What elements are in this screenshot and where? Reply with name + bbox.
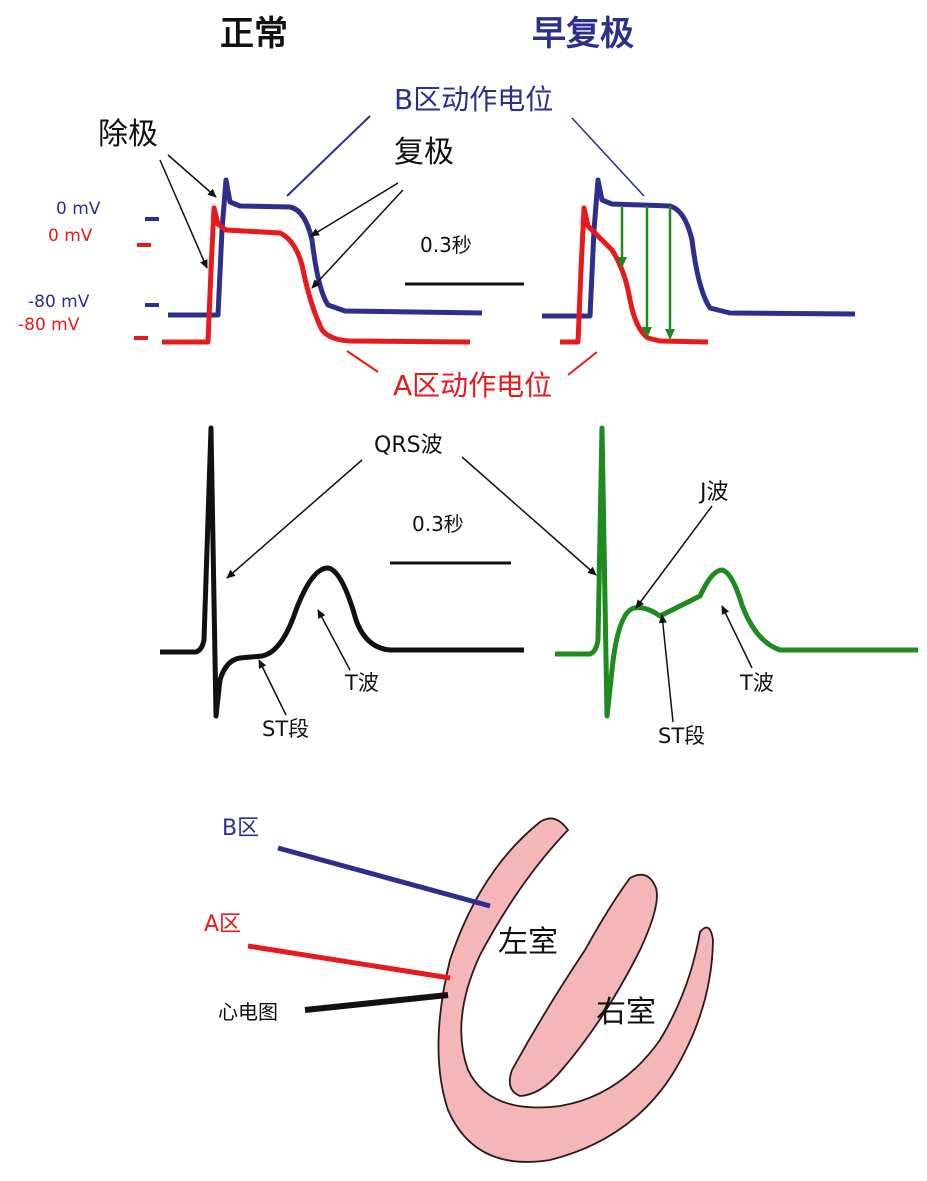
a-zone-leader-early	[567, 351, 598, 376]
right-ventricle-label: 右室	[596, 995, 656, 1030]
normal-a-zone-ap-curve	[162, 205, 471, 345]
qrs-arrow-early	[461, 456, 597, 576]
b-zone-label: B区	[222, 816, 260, 841]
interventricular-septum	[508, 873, 658, 1097]
early-ecg-trace	[555, 425, 918, 719]
t-wave-label-normal: T波	[345, 671, 379, 695]
left-ventricle-wall	[437, 817, 714, 1163]
b-zone-leader-normal	[286, 115, 371, 197]
a-zone-lead	[247, 943, 451, 981]
st-segment-label-normal: ST段	[262, 717, 310, 741]
time-scale-label-top: 0.3秒	[420, 233, 472, 257]
st-arrow-normal	[258, 659, 287, 716]
early-action-potentials	[542, 117, 856, 376]
normal-ecg-trace	[160, 425, 524, 719]
qrs-arrow-normal	[226, 459, 363, 579]
heart-diagram	[247, 817, 714, 1163]
b-zone-zero-mv-label: 0 mV	[56, 199, 101, 219]
repolarization-arrow-1	[310, 182, 399, 237]
early-ecg	[461, 425, 918, 723]
j-wave-arrow	[635, 505, 713, 609]
b-zone-ap-label: B区动作电位	[394, 83, 554, 116]
qrs-wave-label: QRS波	[374, 433, 443, 458]
b-zone-leader-early	[571, 117, 645, 197]
depolarization-label: 除极	[98, 117, 158, 152]
t-wave-label-early: T波	[740, 671, 774, 695]
t-arrow-normal	[317, 609, 351, 671]
a-zone-minus80-mv-label: -80 mV	[18, 315, 80, 335]
early-b-zone-ap-curve	[542, 177, 856, 319]
a-zone-zero-mv-label: 0 mV	[48, 226, 93, 246]
ecg-electrode-label: 心电图	[218, 1000, 278, 1024]
depolarization-arrow-1	[167, 154, 217, 198]
time-scale-label-ecg: 0.3秒	[412, 512, 464, 536]
b-zone-lead	[277, 845, 491, 909]
b-zone-minus80-mv-label: -80 mV	[28, 292, 90, 312]
a-zone-label: A区	[204, 912, 242, 937]
left-ventricle-label: 左室	[498, 925, 558, 960]
repolarization-label: 复极	[394, 135, 454, 170]
st-arrow-early	[658, 614, 674, 723]
early-repolarization-header: 早复极	[532, 14, 634, 54]
ecg-lead	[304, 992, 449, 1013]
normal-header: 正常	[220, 14, 288, 54]
a-zone-leader-normal	[346, 350, 379, 373]
st-segment-label-early: ST段	[658, 724, 706, 748]
normal-action-potentials	[134, 115, 483, 373]
j-wave-label: J波	[700, 480, 729, 505]
early-a-zone-ap-curve	[560, 205, 709, 345]
normal-ecg	[160, 425, 524, 719]
depolarization-arrow-2	[159, 159, 208, 269]
t-arrow-early	[721, 605, 753, 669]
repolarization-arrow-2	[311, 189, 404, 289]
a-zone-ap-label: A区动作电位	[393, 369, 553, 402]
